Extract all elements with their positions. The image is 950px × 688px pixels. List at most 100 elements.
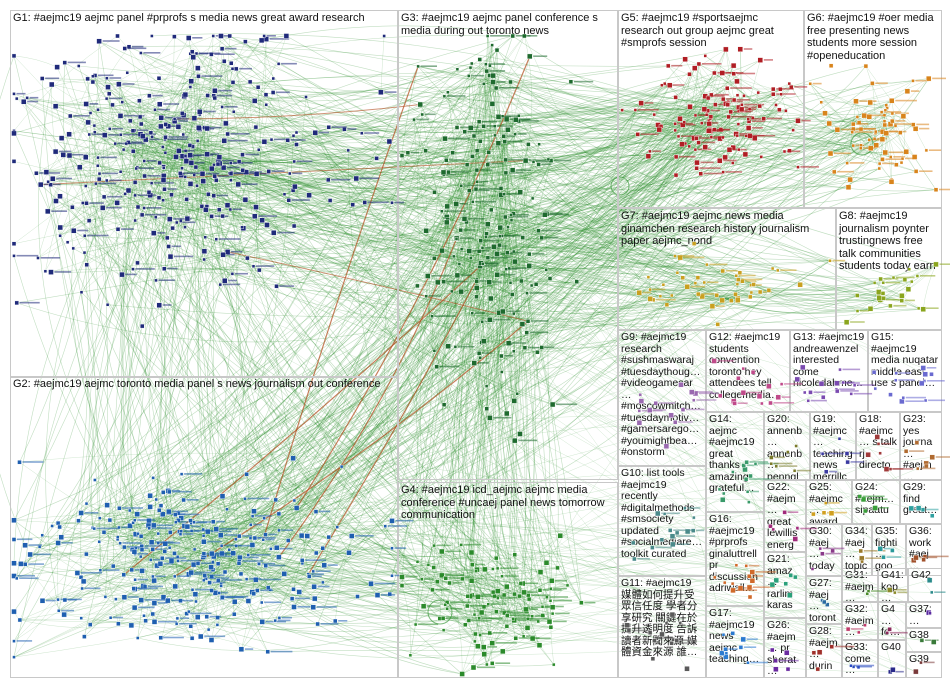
node-g5 [677,135,680,138]
node-label-g1 [202,127,221,129]
node-g3 [496,141,501,146]
node-label-g6 [882,163,894,165]
node-g5 [743,152,748,157]
node-label-g2 [278,620,291,622]
node-g4x [886,631,889,634]
node-g17 [741,637,746,642]
node-g1 [313,130,318,135]
node-g15 [923,372,928,377]
node-label-g13 [839,388,855,390]
node-label-g3 [488,63,504,65]
node-g1 [61,152,66,157]
node-label-g2 [145,545,163,547]
node-label-g2 [328,564,338,566]
node-g6 [848,177,853,182]
node-g1 [159,115,164,120]
node-g2 [218,592,221,595]
node-label-g2 [253,524,262,526]
node-g1 [158,124,163,129]
node-g2 [316,622,320,626]
node-g3 [495,272,500,277]
node-label-g3 [464,229,475,231]
node-g10 [670,534,675,539]
node-g5 [747,118,750,121]
node-g3 [509,80,513,84]
node-g7 [637,290,642,295]
node-label-g2 [29,544,42,546]
node-label-g5 [745,108,756,110]
node-g1 [118,113,123,118]
node-g2 [276,555,281,560]
node-g3 [471,200,474,203]
node-g6 [827,121,832,126]
node-g2 [312,570,315,573]
node-g2 [232,599,237,604]
node-g16 [750,578,755,583]
node-g5 [634,109,637,112]
node-g1 [375,156,379,160]
node-g20 [770,462,773,465]
node-label-g3 [530,332,548,334]
node-label-g12 [784,383,802,385]
node-label-g1 [178,120,188,122]
node-g3 [505,268,508,271]
node-g1 [91,80,95,84]
node-g5 [746,126,751,131]
node-g2 [58,525,62,529]
node-label-g9 [653,409,666,411]
node-g15 [902,396,905,399]
node-g1 [217,155,222,160]
node-label-g2 [122,507,143,509]
node-g3 [447,170,451,174]
node-label-g14 [750,461,769,463]
node-label-g3 [497,81,506,83]
node-label-g4 [553,600,572,602]
node-label-g2 [183,533,194,535]
node-g15 [919,381,924,386]
node-label-g3 [411,152,419,154]
node-label-g4 [449,577,469,579]
node-g4 [473,640,476,643]
node-g3 [469,257,472,260]
node-label-g1 [45,78,59,80]
node-g1 [115,200,120,205]
node-label-g2 [221,579,242,581]
node-label-g2 [216,521,225,523]
node-label-g1 [246,154,260,156]
node-g1 [206,94,210,98]
node-g3 [458,263,461,266]
node-label-g1 [223,284,240,286]
node-g10 [663,512,666,515]
node-label-g3 [440,366,459,368]
node-g2 [216,623,219,626]
node-label-g2 [184,473,202,475]
node-label-g2 [62,542,73,544]
node-g6 [911,123,915,127]
node-g6 [898,131,902,135]
node-g7 [705,263,708,266]
node-g1 [162,199,165,202]
node-label-g4 [584,602,595,604]
node-label-g4 [531,594,549,596]
node-g2 [173,551,177,555]
node-label-g1 [168,138,188,140]
node-label-g2 [123,542,142,544]
node-g1 [119,170,122,173]
node-g26 [786,667,790,671]
node-g2 [169,558,174,563]
node-g2 [119,542,122,545]
node-label-g1 [231,133,250,135]
node-g2 [293,499,296,502]
node-g1 [219,283,222,286]
node-label-g1 [87,235,108,237]
node-label-g9 [695,391,712,393]
node-g1 [13,92,16,95]
node-g3 [433,349,436,352]
node-label-g10 [673,529,692,531]
node-label-g1 [234,173,255,175]
node-g1 [143,207,146,210]
node-g3 [435,365,439,369]
node-g1 [116,34,120,38]
node-label-g1 [30,97,39,99]
node-g6 [913,126,918,131]
